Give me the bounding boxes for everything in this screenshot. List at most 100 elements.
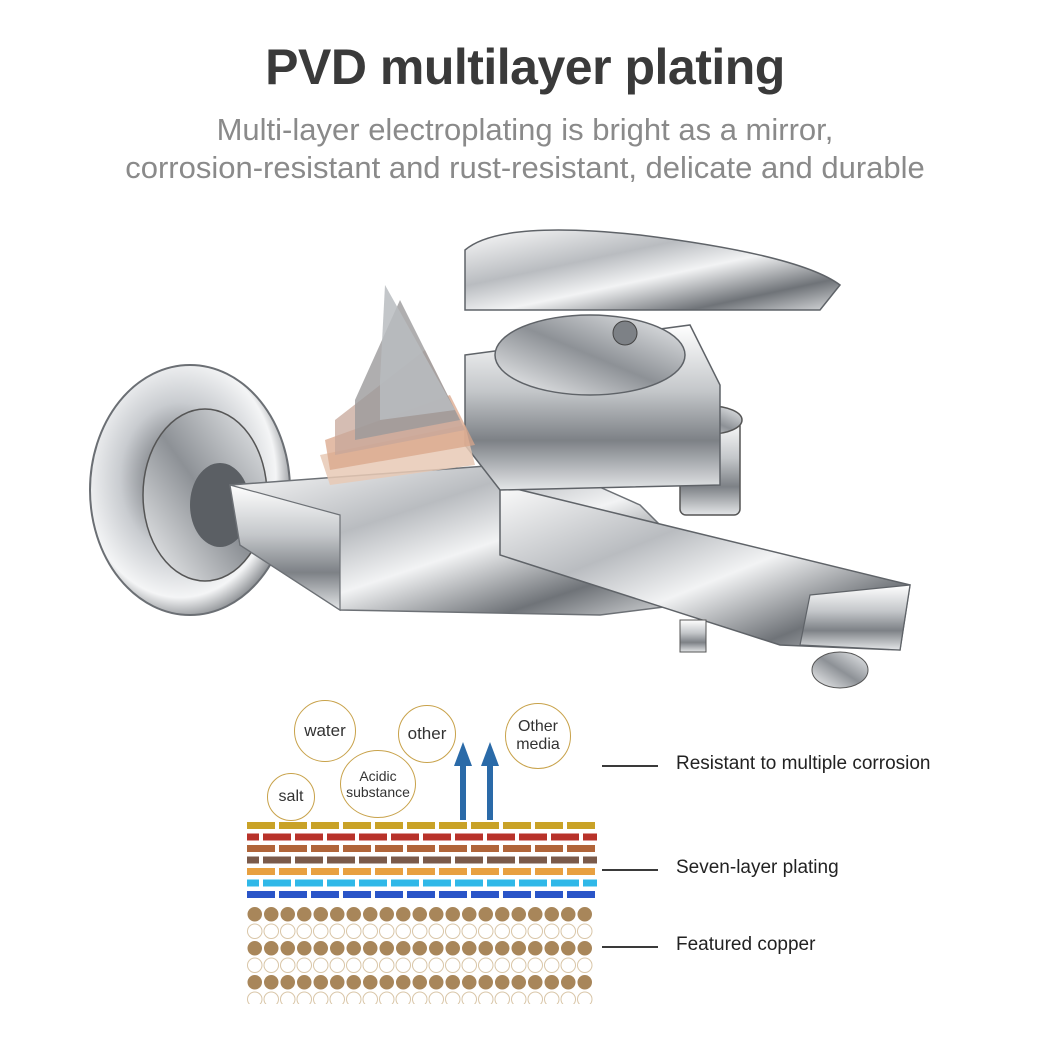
copper-particle [577, 923, 593, 939]
copper-particle [280, 907, 295, 922]
plating-brick [503, 822, 531, 829]
plating-layers-diagram [247, 822, 597, 1004]
copper-particle [346, 941, 361, 956]
copper-particle [445, 923, 461, 939]
copper-particle [296, 991, 312, 1004]
copper-particle [363, 907, 378, 922]
bubble-acidic-line1: Acidic [359, 767, 397, 784]
plating-brick [311, 845, 339, 852]
plating-brick [295, 879, 323, 887]
copper-particle [297, 941, 312, 956]
copper-particle [330, 907, 345, 922]
copper-particle [412, 941, 427, 956]
plating-brick [439, 845, 467, 852]
copper-particle [445, 957, 461, 973]
bubble-water-label: water [304, 721, 346, 741]
bubble-other: other [398, 705, 456, 763]
copper-particle [461, 923, 477, 939]
plating-brick [407, 891, 435, 898]
plating-brick [439, 868, 467, 875]
copper-particle [313, 907, 328, 922]
plating-brick [423, 879, 451, 887]
copper-particle [478, 907, 493, 922]
copper-particle [428, 957, 444, 973]
plating-brick [359, 879, 387, 887]
copper-particle [247, 957, 263, 973]
copper-particle [379, 941, 394, 956]
copper-particle [313, 923, 329, 939]
copper-particle [313, 941, 328, 956]
copper-particle [297, 907, 312, 922]
bubble-acidic-line2: substance [346, 784, 410, 800]
copper-particle [495, 907, 510, 922]
copper-particle [561, 907, 576, 922]
copper-particle [362, 957, 378, 973]
copper-particle [280, 957, 296, 973]
plating-brick [407, 845, 435, 852]
copper-particle [296, 957, 312, 973]
plating-brick [359, 833, 387, 841]
lever-handle [464, 229, 842, 491]
copper-particle [544, 957, 560, 973]
copper-particle [247, 941, 262, 956]
plating-brick [343, 845, 371, 852]
copper-particle [462, 907, 477, 922]
plating-brick [247, 891, 275, 898]
plating-brick [519, 856, 547, 864]
plating-brick [279, 845, 307, 852]
copper-particle [313, 991, 329, 1004]
copper-particle [329, 991, 345, 1004]
copper-particle [445, 991, 461, 1004]
copper-particle [511, 957, 527, 973]
up-arrow-icon [454, 742, 472, 820]
plating-brick [407, 868, 435, 875]
copper-particle [396, 975, 411, 990]
copper-particle [412, 991, 428, 1004]
copper-particle [561, 975, 576, 990]
copper-particle [528, 975, 543, 990]
copper-particle [429, 975, 444, 990]
copper-particle [264, 975, 279, 990]
copper-particle [396, 907, 411, 922]
copper-particle [329, 923, 345, 939]
copper-particle [478, 941, 493, 956]
copper-particle [329, 957, 345, 973]
copper-particle [544, 975, 559, 990]
copper-particle [511, 975, 526, 990]
copper-particle [346, 923, 362, 939]
plating-brick [295, 856, 323, 864]
subtitle-line-1: Multi-layer electroplating is bright as … [216, 112, 834, 147]
copper-particle [494, 991, 510, 1004]
copper-particle [296, 923, 312, 939]
bubble-salt: salt [267, 773, 315, 821]
copper-particle [560, 991, 576, 1004]
copper-particle [346, 975, 361, 990]
plating-brick [327, 856, 355, 864]
bubble-acidic-substance: Acidic substance [340, 750, 416, 818]
copper-particle [528, 907, 543, 922]
plating-brick [311, 822, 339, 829]
copper-particle [379, 907, 394, 922]
plating-brick [471, 822, 499, 829]
copper-particle [263, 957, 279, 973]
copper-particle [346, 957, 362, 973]
copper-particle [363, 975, 378, 990]
copper-particle [362, 923, 378, 939]
copper-particle [494, 957, 510, 973]
plating-brick [327, 833, 355, 841]
plating-brick [375, 822, 403, 829]
bubble-salt-label: salt [278, 787, 304, 805]
copper-particle [494, 923, 510, 939]
copper-particle [544, 923, 560, 939]
plating-brick [535, 868, 563, 875]
plating-brick [583, 833, 597, 841]
plating-brick [583, 856, 597, 864]
copper-particle [428, 923, 444, 939]
copper-particle [330, 975, 345, 990]
copper-particle [577, 991, 593, 1004]
plating-brick [487, 833, 515, 841]
copper-particle [297, 975, 312, 990]
plating-brick [519, 833, 547, 841]
plating-brick [247, 856, 259, 864]
copper-particle [544, 991, 560, 1004]
